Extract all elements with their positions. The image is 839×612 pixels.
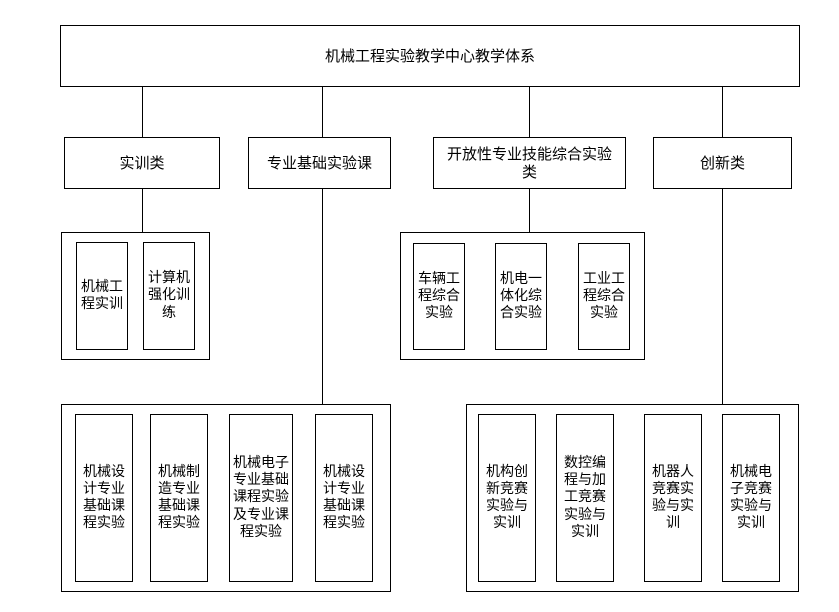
leaf-node-basic-lab-1: 机械制造专业基础课程实验 <box>150 414 208 582</box>
connector-open-skill-to-group <box>529 189 530 232</box>
connector-root-to-training <box>142 87 143 137</box>
leaf-node-innovation-2: 机器人竞赛实验与实训 <box>644 414 702 582</box>
leaf-node-innovation-0: 机构创新竞赛实验与实训 <box>478 414 536 582</box>
leaf-node-training-0: 机械工程实训 <box>76 242 128 350</box>
connector-root-to-innovation <box>722 87 723 137</box>
leaf-label-basic-lab-0: 机械设计专业基础课程实验 <box>83 463 125 532</box>
leaf-label-basic-lab-3: 机械设计专业基础课程实验 <box>323 463 365 532</box>
leaf-label-innovation-0: 机构创新竞赛实验与实训 <box>486 463 528 532</box>
leaf-label-innovation-3: 机械电子竞赛实验与实训 <box>730 463 772 532</box>
leaf-node-innovation-3: 机械电子竞赛实验与实训 <box>722 414 780 582</box>
leaf-node-open-skill-0: 车辆工程综合实验 <box>413 243 465 350</box>
leaf-label-basic-lab-2: 机械电子专业基础课程实验及专业课程实验 <box>233 455 289 540</box>
root-node-title: 机械工程实验教学中心教学体系 <box>60 25 800 87</box>
leaf-node-open-skill-1: 机电一体化综合实验 <box>495 243 547 350</box>
leaf-node-open-skill-2: 工业工程综合实验 <box>578 243 630 350</box>
leaf-label-innovation-2: 机器人竞赛实验与实训 <box>652 463 694 532</box>
leaf-node-basic-lab-0: 机械设计专业基础课程实验 <box>75 414 133 582</box>
connector-innovation-to-group <box>722 189 723 404</box>
category-label-training: 实训类 <box>119 153 165 172</box>
leaf-label-basic-lab-1: 机械制造专业基础课程实验 <box>158 463 200 532</box>
leaf-label-training-0: 机械工程实训 <box>81 278 123 312</box>
connector-root-to-basic-lab <box>322 87 323 137</box>
leaf-label-innovation-1: 数控编程与加工竞赛实验与实训 <box>564 455 606 540</box>
category-label-innovation: 创新类 <box>699 153 745 172</box>
category-label-open-skill: 开放性专业技能综合实验类 <box>446 144 612 181</box>
category-label-basic-lab: 专业基础实验课 <box>266 153 372 172</box>
connector-basic-lab-to-group <box>322 189 323 404</box>
category-node-training: 实训类 <box>64 137 220 189</box>
leaf-label-open-skill-0: 车辆工程综合实验 <box>418 270 460 322</box>
leaf-node-basic-lab-3: 机械设计专业基础课程实验 <box>315 414 373 582</box>
leaf-node-innovation-1: 数控编程与加工竞赛实验与实训 <box>556 414 614 582</box>
connector-training-to-group <box>142 189 143 232</box>
category-node-innovation: 创新类 <box>653 137 792 189</box>
leaf-label-training-1: 计算机强化训练 <box>148 270 190 321</box>
leaf-label-open-skill-1: 机电一体化综合实验 <box>500 270 542 322</box>
leaf-label-open-skill-2: 工业工程综合实验 <box>583 270 625 322</box>
category-node-basic-lab: 专业基础实验课 <box>248 137 391 189</box>
leaf-node-basic-lab-2: 机械电子专业基础课程实验及专业课程实验 <box>229 414 293 582</box>
category-node-open-skill: 开放性专业技能综合实验类 <box>433 137 626 189</box>
leaf-node-training-1: 计算机强化训练 <box>143 242 195 350</box>
connector-root-to-open-skill <box>529 87 530 137</box>
root-node-label: 机械工程实验教学中心教学体系 <box>324 46 535 65</box>
